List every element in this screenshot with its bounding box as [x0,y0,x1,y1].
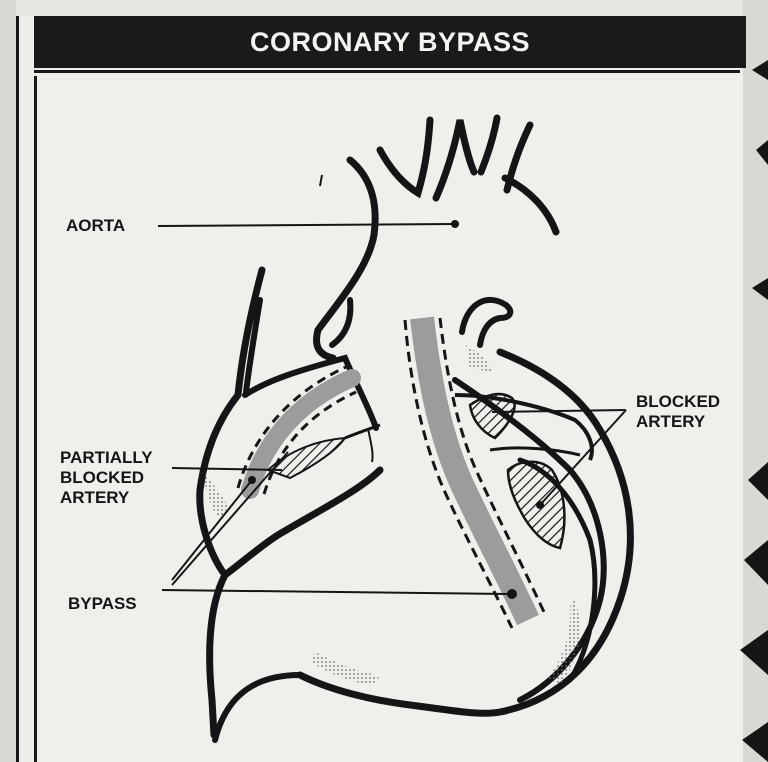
torn-edge-marks [740,60,768,762]
bypass-label: BYPASS [68,594,137,614]
partially-blocked-artery-label: PARTIALLY BLOCKED ARTERY [60,448,153,508]
blocked-artery-label: BLOCKED ARTERY [636,392,720,432]
aortic-branches [380,118,556,232]
aorta-label: AORTA [66,216,125,236]
lower-body-curve [215,675,300,740]
pulmonary-loop [462,300,510,345]
heart-outline [200,270,380,735]
